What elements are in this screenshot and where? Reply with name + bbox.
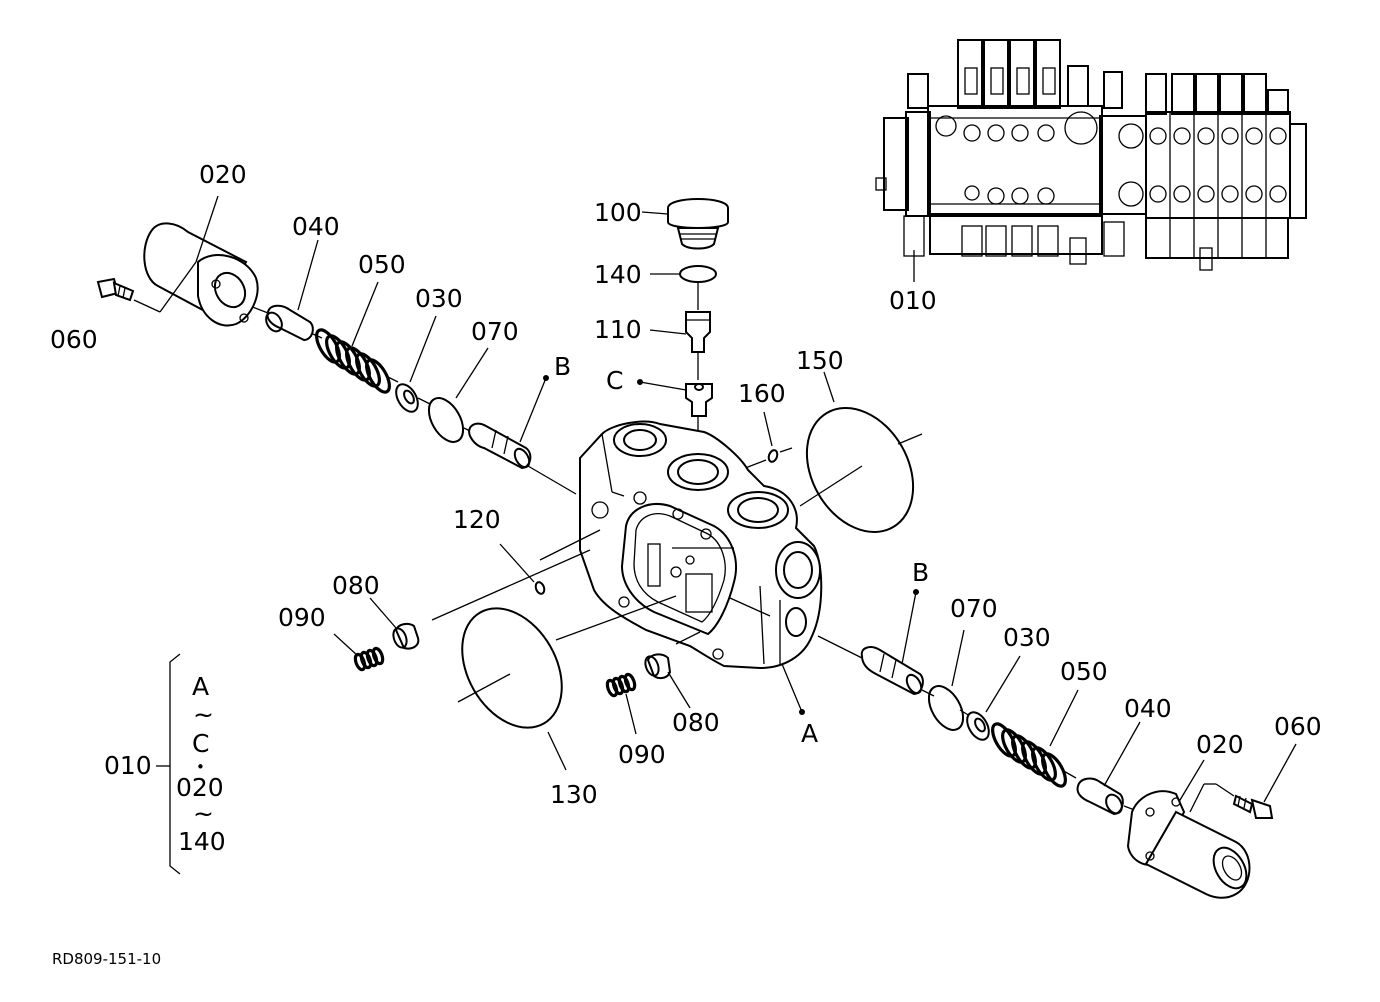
- label-050-left: 050: [358, 250, 406, 279]
- label-010-inset: 010: [889, 286, 937, 315]
- label-160: 160: [738, 379, 786, 408]
- label-060-left: 060: [50, 325, 98, 354]
- oring-160: [739, 411, 793, 471]
- plunger-b-left: [468, 375, 549, 470]
- legend-140: 140: [178, 827, 226, 856]
- plug-100: [641, 198, 729, 250]
- spring-050-left: [315, 281, 391, 394]
- bolt-060-right: [1232, 743, 1297, 819]
- bolt-060-left: [96, 277, 161, 313]
- label-080-right: 080: [672, 708, 720, 737]
- drawing-code: RD809-151-10: [52, 950, 161, 968]
- label-070-left: 070: [471, 317, 519, 346]
- oring-070-right: [927, 629, 965, 731]
- sleeve-080-left: [369, 597, 420, 650]
- legend-020: 020: [176, 773, 224, 802]
- legend-bracket: [156, 653, 181, 875]
- cover-020-left: [143, 195, 259, 327]
- label-020-left: 020: [199, 160, 247, 189]
- label-a: A: [801, 719, 818, 748]
- label-120: 120: [453, 505, 501, 534]
- label-b-left: B: [554, 352, 571, 381]
- legend-c: C: [192, 729, 209, 758]
- label-140: 140: [594, 260, 642, 289]
- washer-030-left: [395, 315, 437, 413]
- label-030-left: 030: [415, 284, 463, 313]
- label-090-left: 090: [278, 603, 326, 632]
- oring-150: [799, 371, 923, 533]
- label-b-right: B: [912, 558, 929, 587]
- spring-090-right: [605, 672, 637, 735]
- label-010-legend: 010: [104, 751, 152, 780]
- inset-valve-assembly: [875, 39, 1307, 282]
- plunger-b-right: [860, 589, 924, 696]
- piston-040-left: [265, 239, 319, 342]
- valve-110: [649, 311, 711, 380]
- spring-050-right: [991, 689, 1079, 788]
- label-050-right: 050: [1060, 657, 1108, 686]
- label-110: 110: [594, 315, 642, 344]
- label-020-right: 020: [1196, 730, 1244, 759]
- label-030-right: 030: [1003, 623, 1051, 652]
- label-130: 130: [550, 780, 598, 809]
- legend-tilde-2: ~: [193, 799, 214, 828]
- sleeve-080-right: [644, 653, 691, 709]
- label-100: 100: [594, 198, 642, 227]
- oring-120: [499, 543, 546, 595]
- label-150: 150: [796, 346, 844, 375]
- oring-070-left: [427, 347, 489, 443]
- label-070-right: 070: [950, 594, 998, 623]
- label-080-left: 080: [332, 571, 380, 600]
- oring-140: [650, 265, 717, 310]
- washer-030-right: [966, 655, 1021, 741]
- label-090-right: 090: [618, 740, 666, 769]
- spring-090-left: [333, 633, 385, 672]
- label-060-right: 060: [1274, 712, 1322, 741]
- cover-020-right: [1126, 759, 1251, 899]
- label-c: C: [606, 366, 623, 395]
- label-040-right: 040: [1124, 694, 1172, 723]
- label-040-left: 040: [292, 212, 340, 241]
- oring-130: [457, 607, 567, 771]
- leader-a: [781, 663, 805, 715]
- piston-040-right: [1076, 721, 1141, 816]
- legend-dot: •: [196, 758, 205, 776]
- legend-tilde-1: ~: [193, 700, 214, 729]
- valve-body: [431, 420, 823, 670]
- legend-a: A: [192, 672, 209, 701]
